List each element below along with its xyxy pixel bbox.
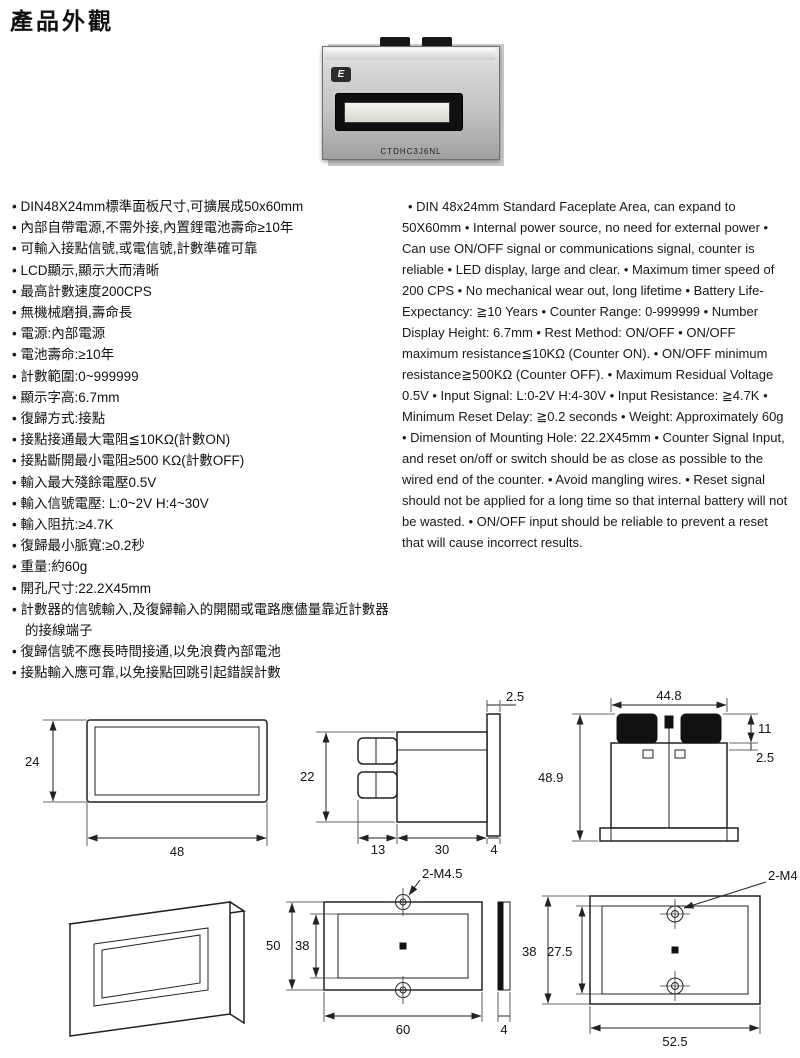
spec-item: 計數範圍:0~999999 [12,366,398,387]
lcd-window [335,93,463,131]
hole-label-front: 2-M4.5 [422,866,462,881]
spec-item: 開孔尺寸:22.2X45mm [12,578,398,599]
product-model-label: CTDHC3J6NL [380,147,442,156]
specs-english-paragraph: • DIN 48x24mm Standard Faceplate Area, c… [402,199,788,550]
dim-side-flange: 2.5 [506,689,524,704]
spec-item: 內部自帶電源,不需外接,內置鋰電池壽命≥10年 [12,217,398,238]
dim-cutout2-outer-h: 38 [522,944,536,959]
drawing-side-view: 2.5 22 13 30 4 [300,689,524,857]
dim-side-d1: 13 [371,842,385,857]
dim-rear-step: 2.5 [756,750,774,765]
dim-side-d2: 30 [435,842,449,857]
dim-rear-terminal: 11 [758,721,772,736]
dim-cutout1-strip: 4 [500,1022,507,1037]
device-top-face [325,48,495,60]
dim-cutout1-width: 60 [396,1022,410,1037]
spec-item: 復歸信號不應長時間接通,以免浪費內部電池 [12,641,398,662]
spec-item: 接點斷開最小電阻≥500 KΩ(計數OFF) [12,450,398,471]
spec-item: 接點接通最大電阻≦10KΩ(計數ON) [12,429,398,450]
spec-item: 輸入最大殘餘電壓0.5V [12,472,398,493]
dim-cutout1-inner-h: 38 [295,938,309,953]
specs-chinese-column: DIN48X24mm標準面板尺寸,可擴展成50x60mm 內部自帶電源,不需外接… [12,196,398,684]
spec-item: DIN48X24mm標準面板尺寸,可擴展成50x60mm [12,196,398,217]
dim-cutout1-outer-h: 50 [266,938,280,953]
dim-cutout2-inner-h: 27.5 [547,944,572,959]
dim-rear-width: 44.8 [656,688,681,703]
product-photo: E CTDHC3J6NL [322,36,504,166]
dim-side-d3: 4 [490,842,497,857]
spec-item: 輸入阻抗:≥4.7K [12,514,398,535]
page-title: 產品外觀 [10,8,114,34]
lcd-display-glass [344,102,450,123]
spec-item: 輸入信號電壓: L:0~2V H:4~30V [12,493,398,514]
drawing-cutout-front: 2-M4.5 50 38 60 4 [266,866,511,1037]
spec-item: 復歸最小脈寬:≥0.2秒 [12,535,398,556]
spec-item: 可輸入接點信號,或電信號,計數準確可靠 [12,238,398,259]
spec-item: LCD顯示,顯示大而清晰 [12,260,398,281]
drawing-perspective-view [67,900,247,1037]
spec-item: 顯示字高:6.7mm [12,387,398,408]
counter-device-front: E CTDHC3J6NL [322,46,500,160]
dim-rear-height: 48.9 [538,770,563,785]
spec-item: 接點輸入應可靠,以免接點回跳引起錯誤計數 [12,662,398,683]
spec-item: 重量:約60g [12,556,398,577]
spec-item: 無機械磨損,壽命長 [12,302,398,323]
drawing-rear-view: 44.8 11 2.5 48.9 [538,688,774,842]
hole-label-rear: 2-M4 [768,868,798,883]
spec-item: 復歸方式:接點 [12,408,398,429]
specs-chinese-list: DIN48X24mm標準面板尺寸,可擴展成50x60mm 內部自帶電源,不需外接… [12,196,398,684]
dim-cutout2-width: 52.5 [662,1034,687,1049]
drawing-front-view: 24 48 [25,719,268,859]
dim-side-height: 22 [300,769,314,784]
spec-item: 計數器的信號輸入,及復歸輸入的開關或電路應儘量靠近計數器的接線端子 [12,599,398,641]
dim-front-width: 48 [170,844,184,859]
drawing-cutout-rear: 2-M4 38 27.5 52.5 [522,868,798,1049]
spec-item: 最高計數速度200CPS [12,281,398,302]
brand-logo: E [331,67,351,82]
dim-front-height: 24 [25,754,39,769]
spec-item: 電源:內部電源 [12,323,398,344]
spec-item: 電池壽命:≥10年 [12,344,398,365]
